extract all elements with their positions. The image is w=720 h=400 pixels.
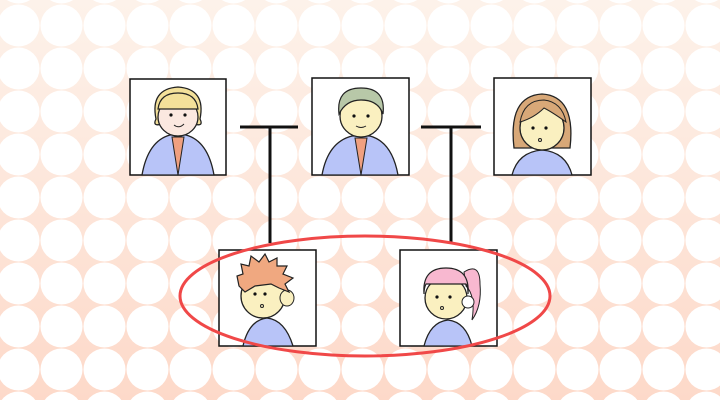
connectors [240, 125, 481, 243]
children-highlight-ellipse [178, 234, 552, 358]
portrait-woman [493, 77, 592, 176]
portrait-boy [218, 249, 317, 347]
portrait-man-suit [311, 77, 410, 176]
portrait-girl [399, 249, 498, 347]
portrait-woman-suit [129, 78, 227, 176]
